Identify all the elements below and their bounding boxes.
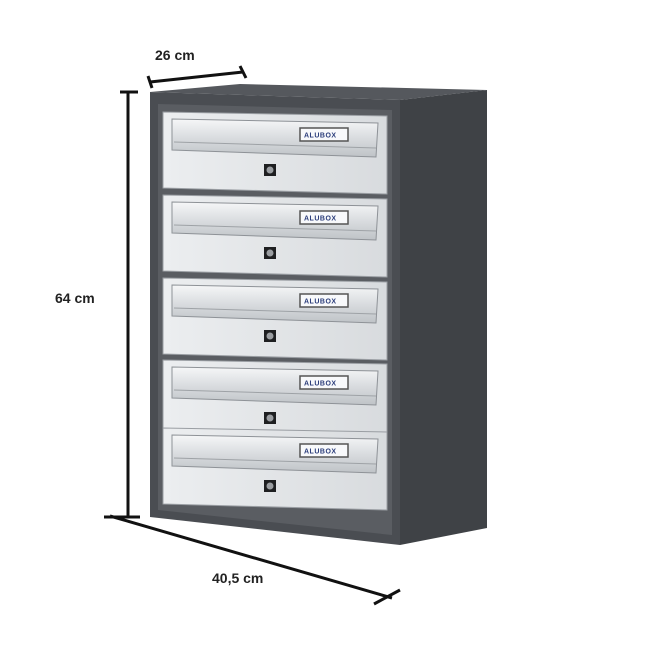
brand-label: ALUBOX	[304, 133, 337, 140]
brand-label: ALUBOX	[304, 216, 337, 223]
name-plate	[299, 293, 349, 308]
mailbox-door[interactable]: ALUBOX	[162, 359, 388, 443]
keyhole	[266, 249, 274, 257]
flap-edge	[173, 389, 377, 397]
height-dimension	[104, 90, 140, 519]
cabinet-side	[400, 90, 487, 545]
mailbox-door[interactable]: ALUBOX	[162, 427, 388, 511]
name-plate	[299, 127, 349, 142]
height-label: 64 cm	[55, 290, 95, 306]
name-plate	[299, 210, 349, 225]
mailbox-doors: ALUBOX ALUBOX ALUBOX ALUBOX ALUBOX	[162, 111, 388, 511]
brand-label: ALUBOX	[304, 299, 337, 306]
keyhole	[266, 332, 274, 340]
name-plate	[299, 443, 349, 458]
depth-label: 26 cm	[155, 47, 195, 63]
cabinet-top	[150, 84, 487, 100]
keyhole	[266, 414, 274, 422]
keyhole	[266, 166, 274, 174]
depth-dimension	[146, 65, 248, 89]
flap-edge	[173, 457, 377, 465]
brand-label: ALUBOX	[304, 381, 337, 388]
keyhole	[266, 482, 274, 490]
width-label: 40,5 cm	[212, 570, 263, 586]
brand-label: ALUBOX	[304, 449, 337, 456]
mailbox-door[interactable]: ALUBOX	[162, 277, 388, 361]
flap-edge	[173, 307, 377, 315]
flap-edge	[173, 224, 377, 232]
mailbox-door[interactable]: ALUBOX	[162, 194, 388, 278]
mailbox-door[interactable]: ALUBOX	[162, 111, 388, 195]
width-dimension	[109, 514, 401, 606]
flap-edge	[173, 141, 377, 149]
name-plate	[299, 375, 349, 390]
